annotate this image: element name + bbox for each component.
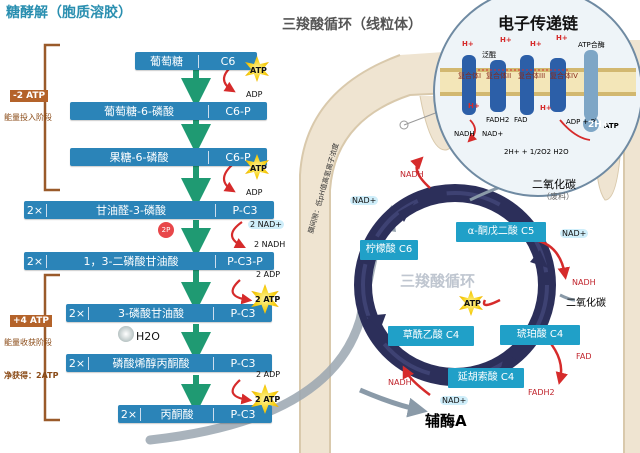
fumarate-box: 延胡索酸 C4 (448, 368, 524, 388)
phosphate-badge: 2P (158, 222, 174, 238)
adp-label-2: ADP (246, 188, 263, 197)
etc-nadh: NADH (454, 130, 475, 138)
g3p-mult: 2× (24, 203, 47, 217)
akg-box: α-酮戊二酸 C5 (456, 222, 546, 242)
f6p-formula: C6-P (208, 150, 267, 164)
pg3-formula: P-C3 (213, 306, 272, 320)
glucose-name: 葡萄糖 (150, 55, 183, 68)
investment-label: 能量投入阶段 (4, 113, 52, 122)
payoff-tag: +4 ATP (10, 315, 52, 327)
pg3-mult: 2× (66, 306, 89, 320)
krebs-nadh-2: NADH (572, 278, 596, 287)
atp-burst-2 (245, 154, 269, 180)
glycolysis-title: 糖酵解（胞质溶胶） (6, 5, 132, 21)
pep-bar: 2× 磷酸烯醇丙酮酸 P-C3 (66, 354, 272, 372)
g6p-bar: 葡萄糖-6-磷酸 C6-P (70, 102, 267, 120)
krebs-nadh-3: NADH (388, 378, 412, 387)
krebs-nadh-1: NADH (400, 170, 424, 179)
succinate-box: 琥珀酸 C4 (500, 325, 580, 345)
pep-name: 磷酸烯醇丙酮酸 (112, 357, 190, 370)
etc-fad: FAD (514, 116, 528, 124)
investment-tag: -2 ATP (10, 90, 49, 102)
g6p-formula: C6-P (208, 104, 267, 118)
krebs-cycle-title: 三羧酸循环 (400, 272, 476, 290)
pep-formula: P-C3 (213, 356, 272, 370)
payoff-label: 能量收获阶段 (4, 338, 52, 347)
co2-sub: （废料） (542, 192, 574, 201)
krebs-fadh2: FADH2 (528, 388, 555, 397)
etc-fadh2: FADH2 (486, 116, 510, 124)
two-atp-label-1: 2 ATP (255, 295, 281, 304)
pg3-name: 3-磷酸甘油酸 (118, 307, 184, 320)
co2-label-2: 二氧化碳 (566, 298, 606, 309)
quinone-label: 泛醌 (482, 51, 496, 59)
krebs-nad-3: NAD+ (440, 396, 469, 405)
water-label: H2O (136, 330, 160, 343)
krebs-title: 三羧酸循环（线粒体） (282, 17, 422, 33)
bpg-name: 1，3-二磷酸甘油酸 (83, 255, 179, 268)
complex-3-label: 复合体III (518, 72, 546, 80)
etc-water-eq: 2H+ + 1/2O2 H2O (504, 148, 569, 156)
citrate-box: 柠檬酸 C6 (360, 240, 418, 260)
proton-6: H+ (540, 104, 552, 112)
complex-4-label: 复合体IV (550, 72, 578, 80)
f6p-name: 果糖-6-磷酸 (109, 151, 169, 164)
etc-nad: NAD+ (482, 130, 504, 138)
glucose-bar: 葡萄糖 C6 (135, 52, 257, 70)
etc-2h: 2H+ (588, 120, 610, 130)
pyruvate-formula: P-C3 (213, 407, 272, 421)
proton-5: H+ (468, 102, 480, 110)
bpg-formula: P-C3-P (215, 254, 274, 268)
co2-label-1: 二氧化碳 (532, 178, 576, 191)
nadh-label: 2 NADH (254, 240, 286, 249)
complex-2-label: 复合体II (486, 72, 512, 80)
atp-label-1: ATP (250, 66, 267, 75)
proton-1: H+ (462, 40, 474, 48)
bpg-bar: 2× 1，3-二磷酸甘油酸 P-C3-P (24, 252, 274, 270)
two-adp-label-1: 2 ADP (256, 270, 281, 279)
bpg-mult: 2× (24, 254, 47, 268)
g3p-formula: P-C3 (215, 203, 274, 217)
atp-burst-1 (245, 56, 269, 82)
pep-mult: 2× (66, 356, 89, 370)
krebs-atp-burst (459, 290, 483, 316)
krebs-nad-1: NAD+ (350, 196, 379, 205)
etc-inset (399, 0, 640, 197)
glycolysis-cofactor-arrows (222, 65, 253, 405)
investment-brace (43, 43, 60, 192)
g6p-name: 葡萄糖-6-磷酸 (104, 105, 174, 118)
proton-2: H+ (500, 36, 512, 44)
g3p-bar: 2× 甘油醛-3-磷酸 P-C3 (24, 201, 274, 219)
etc-title: 电子传递链 (498, 14, 579, 33)
pg3-bar: 2× 3-磷酸甘油酸 P-C3 (66, 304, 272, 322)
water-molecule-icon (118, 326, 134, 342)
g3p-name: 甘油醛-3-磷酸 (96, 204, 166, 217)
two-atp-burst-2 (251, 384, 279, 414)
coa-label: 辅酶A (425, 412, 467, 430)
adp-label-1: ADP (246, 90, 263, 99)
etc-adp-pi: ADP + Pi (566, 118, 597, 126)
f6p-bar: 果糖-6-磷酸 C6-P (70, 148, 267, 166)
pyruvate-mult: 2× (118, 407, 141, 421)
krebs-nad-2: NAD+ (560, 229, 589, 238)
krebs-atp-label: ATP (464, 299, 481, 308)
nad-label: 2 NAD+ (248, 220, 284, 229)
proton-3: H+ (530, 40, 542, 48)
krebs-fad: FAD (576, 352, 592, 361)
atp-label-2: ATP (250, 164, 267, 173)
etc-atp: ATP (604, 122, 619, 130)
pyruvate-name: 丙酮酸 (160, 408, 194, 421)
glucose-formula: C6 (198, 54, 257, 68)
atp-synthase-label: ATP合酶 (578, 41, 605, 49)
payoff-brace (43, 273, 60, 422)
proton-4: H+ (556, 34, 568, 42)
two-atp-burst-1 (251, 284, 279, 314)
two-atp-label-2: 2 ATP (255, 395, 281, 404)
two-adp-label-2: 2 ADP (256, 370, 281, 379)
net-gain-label: 净获得：2ATP (4, 371, 59, 380)
complex-1-label: 复合体I (458, 72, 482, 80)
oxaloacetate-box: 草酰乙酸 C4 (388, 326, 474, 346)
pyruvate-bar: 2× 丙酮酸 P-C3 (118, 405, 272, 423)
